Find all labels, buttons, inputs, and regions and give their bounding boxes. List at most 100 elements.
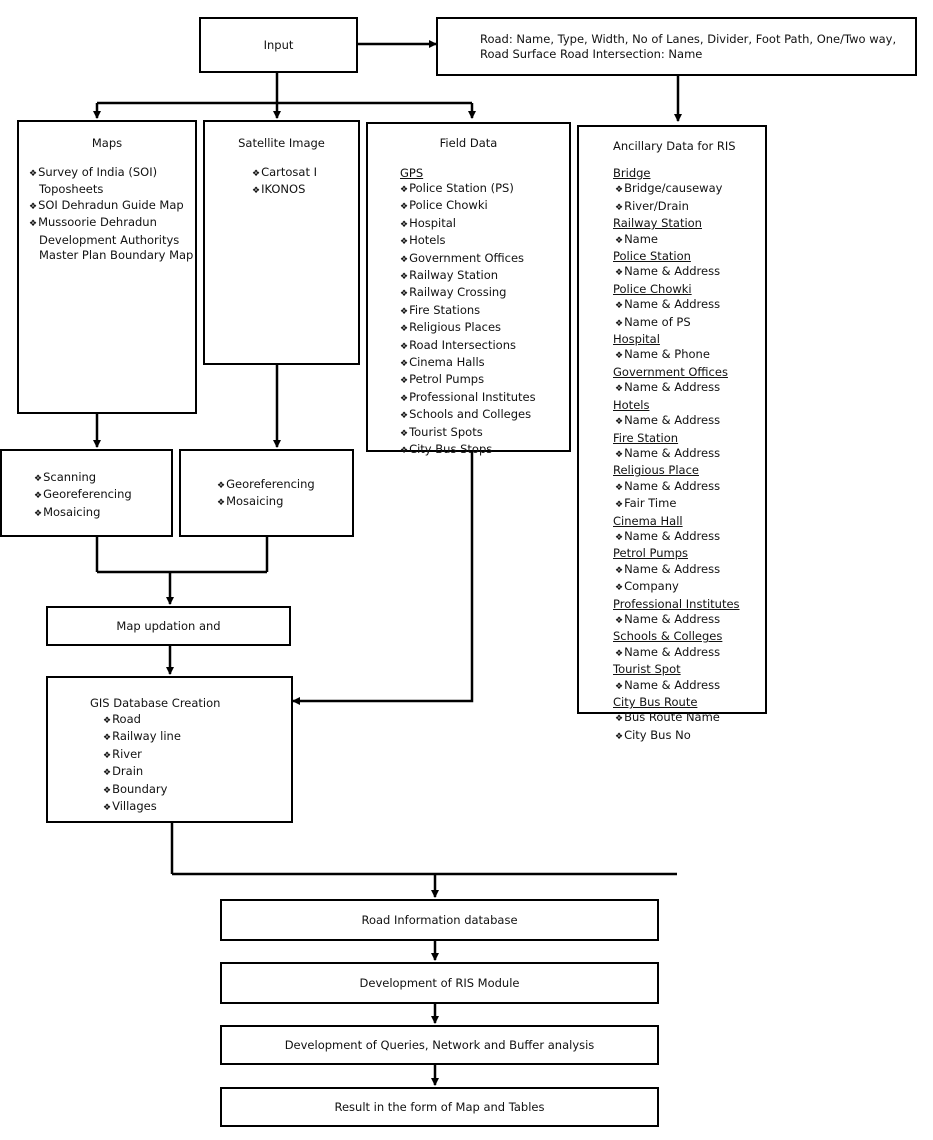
field-item: Police Station (PS) (400, 181, 536, 198)
scan-item: Georeferencing (34, 487, 132, 504)
ancillary-heading: Religious Place (613, 463, 699, 478)
satellite-box: Satellite Image Cartosat I IKONOS (203, 120, 360, 365)
ancillary-item: Name & Address (613, 413, 740, 430)
satellite-title: Satellite Image (238, 136, 325, 150)
scan-item: Mosaicing (34, 505, 132, 522)
arrow-field-to-gis (292, 452, 474, 705)
maps-item: Survey of India (SOI) (29, 165, 193, 182)
gis-item: River (103, 747, 181, 764)
input-label: Input (263, 38, 294, 52)
maps-item: Mussoorie Dehradun (29, 215, 193, 232)
road-line-1: Road: Name, Type, Width, No of Lanes, Di… (480, 32, 897, 46)
ancillary-item: Name & Address (613, 297, 740, 314)
ancillary-heading: City Bus Route (613, 695, 698, 709)
ancillary-item: Name & Address (613, 446, 740, 463)
gis-item: Drain (103, 764, 181, 781)
maps-item-cont: Master Plan Boundary Map (39, 248, 194, 263)
ancillary-heading: Cinema Hall (613, 513, 683, 528)
ancillary-heading: Government Offices (613, 364, 728, 379)
maps-item: SOI Dehradun Guide Map (29, 198, 193, 215)
ancillary-item: Name & Address (613, 479, 740, 496)
ancillary-heading: Hotels (613, 397, 650, 412)
step-label: Development of RIS Module (359, 976, 520, 990)
scan-item: Scanning (34, 470, 132, 487)
step-label: Development of Queries, Network and Buff… (284, 1038, 595, 1052)
step-label: Result in the form of Map and Tables (334, 1100, 545, 1114)
field-item: Road Intersections (400, 338, 536, 355)
field-item: Religious Places (400, 320, 536, 337)
gis-title: GIS Database Creation (90, 696, 221, 710)
step-label: Road Information database (361, 913, 518, 927)
ancillary-data-box: Ancillary Data for RIS BridgeBridge/caus… (577, 125, 767, 742)
step-ris-module: Development of RIS Module (220, 962, 659, 1004)
gis-item: Road (103, 712, 181, 729)
ancillary-item: City Bus No (613, 728, 740, 745)
ancillary-title: Ancillary Data for RIS (613, 139, 736, 153)
ancillary-item: Name & Address (613, 529, 740, 546)
field-item: Schools and Colleges (400, 407, 536, 424)
gps-heading: GPS (400, 166, 424, 180)
maps-title: Maps (91, 136, 123, 150)
ancillary-item: Bus Route Name (613, 710, 740, 727)
field-item: Fire Stations (400, 303, 536, 320)
georef-item: Georeferencing (217, 477, 315, 494)
ancillary-item: Name & Address (613, 612, 740, 629)
ancillary-item: Name of PS (613, 315, 740, 332)
ancillary-item: Name & Address (613, 678, 740, 695)
ancillary-item: Name & Address (613, 264, 740, 281)
satellite-item: Cartosat I (252, 165, 317, 182)
ancillary-item: River/Drain (613, 199, 740, 216)
field-item: Hospital (400, 216, 536, 233)
field-item: Tourist Spots (400, 425, 536, 442)
map-updation-box: Map updation and (46, 606, 291, 646)
ancillary-heading: Tourist Spot (613, 662, 681, 677)
georef-item: Mosaicing (217, 494, 315, 511)
road-line-2: Road Surface Road Intersection: Name (480, 47, 703, 61)
field-title: Field Data (439, 136, 498, 150)
maps-item-cont: Toposheets (39, 182, 104, 197)
gis-item: Villages (103, 799, 181, 816)
road-attributes-box: Road: Name, Type, Width, No of Lanes, Di… (436, 17, 917, 76)
ancillary-item: Name & Phone (613, 347, 740, 364)
field-item: Cinema Halls (400, 355, 536, 372)
field-data-box: Field Data GPS Police Station (PS)Police… (366, 122, 571, 456)
ancillary-heading: Bridge (613, 166, 651, 180)
ancillary-heading: Petrol Pumps (613, 546, 688, 561)
ancillary-item: Name & Address (613, 380, 740, 397)
georef-box: Georeferencing Mosaicing (179, 449, 354, 537)
scan-box: Scanning Georeferencing Mosaicing (0, 449, 173, 537)
ancillary-item: Fair Time (613, 496, 740, 513)
field-item: City Bus Stops (400, 442, 536, 459)
gis-item: Railway line (103, 729, 181, 746)
step-queries-analysis: Development of Queries, Network and Buff… (220, 1025, 659, 1065)
ancillary-heading: Professional Institutes (613, 596, 740, 611)
ancillary-heading: Hospital (613, 332, 660, 347)
ancillary-heading: Schools & Colleges (613, 629, 723, 644)
gis-item: Boundary (103, 782, 181, 799)
field-item: Professional Institutes (400, 390, 536, 407)
ancillary-item: Bridge/causeway (613, 181, 740, 198)
ancillary-item: Name & Address (613, 562, 740, 579)
maps-box: Maps Survey of India (SOI) Toposheets SO… (17, 120, 197, 414)
maps-item-cont: Development Authoritys (39, 232, 180, 247)
ancillary-item: Company (613, 579, 740, 596)
field-item: Police Chowki (400, 198, 536, 215)
ancillary-heading: Fire Station (613, 430, 679, 445)
field-item: Railway Crossing (400, 285, 536, 302)
ancillary-heading: Police Station (613, 249, 691, 264)
gis-database-box: GIS Database Creation Road Railway line … (46, 676, 293, 823)
ancillary-heading: Railway Station (613, 216, 702, 231)
satellite-item: IKONOS (252, 182, 317, 199)
input-box: Input (199, 17, 358, 73)
step-road-info-db: Road Information database (220, 899, 659, 941)
field-item: Railway Station (400, 268, 536, 285)
field-item: Petrol Pumps (400, 372, 536, 389)
step-result: Result in the form of Map and Tables (220, 1087, 659, 1127)
ancillary-heading: Police Chowki (613, 281, 692, 296)
field-item: Hotels (400, 233, 536, 250)
ancillary-item: Name & Address (613, 645, 740, 662)
ancillary-item: Name (613, 232, 740, 249)
field-item: Government Offices (400, 251, 536, 268)
map-updation-label: Map updation and (116, 619, 221, 633)
